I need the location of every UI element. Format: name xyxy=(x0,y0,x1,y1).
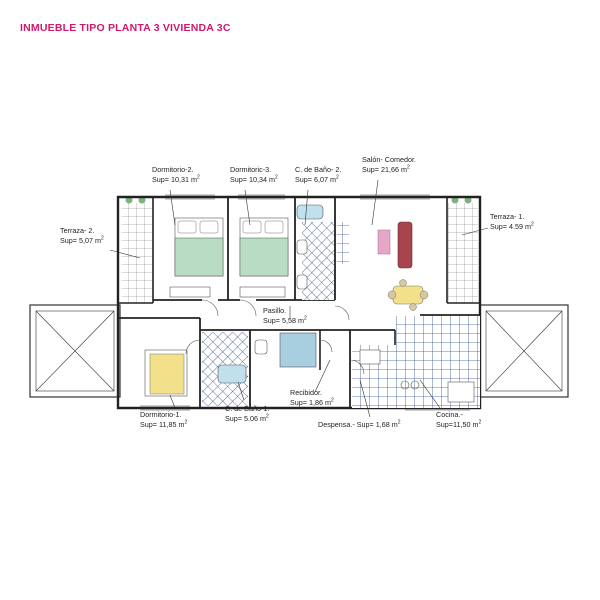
label-bano-1: C. de Baño-1. Sup= 5.06 m2 xyxy=(225,404,270,423)
sofa-icon xyxy=(397,221,413,269)
left-balcony xyxy=(29,304,121,398)
sink-kitchen-icon xyxy=(447,381,475,403)
label-dormitorio-2: Dormitorio-2. Sup= 10,31 m2 xyxy=(152,165,200,184)
leader-lines xyxy=(109,179,489,418)
bed-dormitorio-2-icon xyxy=(174,217,224,277)
bathtub-1-icon xyxy=(217,364,247,384)
dining-table-icon xyxy=(387,279,429,311)
terraza-2-floor xyxy=(122,203,152,303)
plant-pots xyxy=(125,196,472,204)
salon-strip xyxy=(337,222,349,264)
label-dormitorio-3: Dormitoric-3. Sup= 10,34 m2 xyxy=(230,165,278,184)
toilet-1-icon xyxy=(254,339,268,355)
bathtub-2-icon xyxy=(296,204,324,220)
right-balcony xyxy=(479,304,569,398)
bed-dormitorio-3-icon xyxy=(239,217,289,277)
shower-icon xyxy=(279,332,317,368)
label-pasillo: Pasillo. Sup= 5,58 m2 xyxy=(263,306,307,325)
bed-dormitorio-1-icon xyxy=(144,349,188,397)
label-despensa: Despensa.- Sup= 1,68 m2 xyxy=(318,419,401,429)
label-bano-2: C. de Baño- 2. Sup= 6,07 m2 xyxy=(295,165,342,184)
rug-icon xyxy=(377,229,391,255)
label-terraza-1: Terraza- 1. Sup= 4.59 m2 xyxy=(490,212,534,231)
label-dormitorio-1: Dormitorio-1. Sup= 11,85 m2 xyxy=(140,410,188,429)
toilet-2-icon xyxy=(296,239,308,255)
label-recibidor: Recibidor. Sup= 1,86 m2 xyxy=(290,388,334,407)
label-cocina: Cocina.- Sup=11,50 m2 xyxy=(436,410,482,429)
page-title: INMUEBLE TIPO PLANTA 3 VIVIENDA 3C xyxy=(20,22,231,34)
bano-2-floor xyxy=(302,222,334,300)
doors xyxy=(185,299,365,375)
sink-2-icon xyxy=(296,274,308,290)
label-salon-comedor: Salón- Comedor. Sup= 21,66 m2 xyxy=(362,155,416,174)
label-terraza-2: Terraza- 2. Sup= 5,07 m2 xyxy=(60,226,104,245)
terraza-1-floor xyxy=(448,203,478,303)
